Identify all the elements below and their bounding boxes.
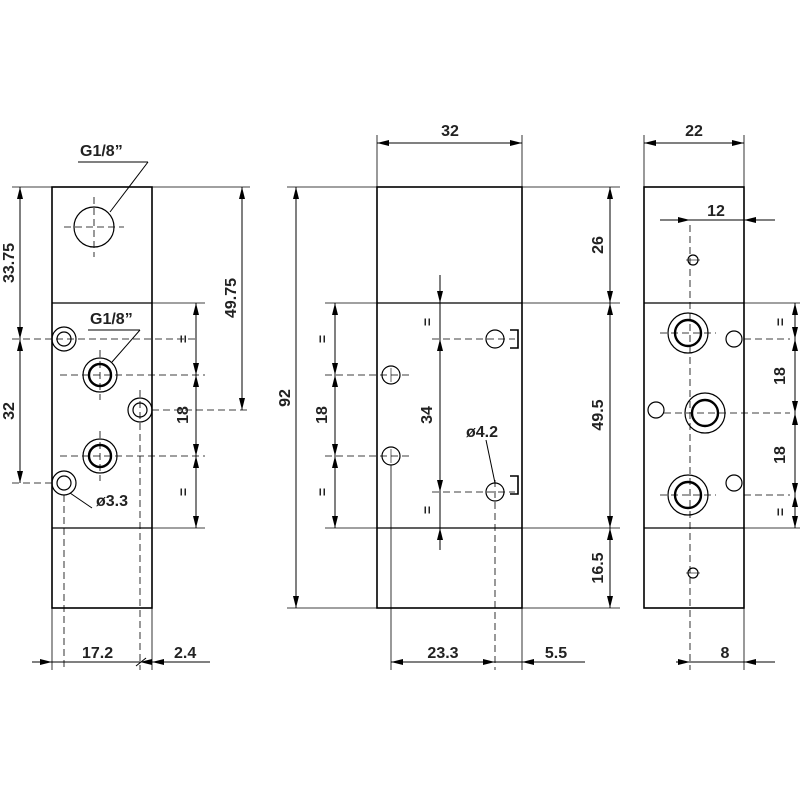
right-small-hole-top bbox=[686, 254, 700, 266]
dim-5-5: 5.5 bbox=[545, 645, 567, 662]
dim-26: 26 bbox=[590, 236, 607, 254]
right-view: 22 12 bbox=[643, 123, 800, 670]
left-view-outline bbox=[51, 186, 153, 609]
right-view-outline bbox=[643, 186, 745, 609]
leader-port-mid bbox=[111, 329, 141, 363]
equal-mark-right-upper: = bbox=[772, 318, 788, 326]
dim-18-middle: 18 bbox=[314, 406, 331, 424]
dim-17-2: 17.2 bbox=[82, 645, 113, 662]
middle-hole-upper bbox=[325, 365, 412, 385]
dim-18-right-upper: 18 bbox=[772, 367, 789, 385]
right-side-hole-left bbox=[647, 401, 665, 419]
equal-mark-middle-left-upper: = bbox=[314, 335, 330, 343]
right-port-hole-3 bbox=[660, 474, 716, 516]
middle-view: 32 ø4.2 92 bbox=[277, 123, 620, 670]
middle-hole-lower bbox=[325, 446, 412, 466]
middle-right-hole-upper bbox=[432, 329, 519, 349]
right-small-hole-bottom bbox=[686, 567, 700, 579]
equal-mark-middle-inner-upper: = bbox=[419, 318, 435, 326]
dim-32-left: 32 bbox=[1, 402, 18, 420]
right-small-hole-3 bbox=[725, 474, 790, 496]
label-hole-dia-middle: ø4.2 bbox=[466, 424, 498, 441]
dim-32-top: 32 bbox=[441, 123, 459, 140]
dim-92: 92 bbox=[277, 389, 294, 407]
middle-view-outline bbox=[376, 186, 523, 609]
right-port-hole-2 bbox=[664, 392, 790, 434]
label-hole-dia-left: ø3.3 bbox=[96, 493, 128, 510]
port-hole-top bbox=[64, 197, 124, 257]
mount-hole-lower bbox=[12, 470, 77, 670]
dim-12: 12 bbox=[707, 203, 725, 220]
side-hole bbox=[127, 390, 250, 670]
dim-23-3: 23.3 bbox=[427, 645, 458, 662]
leader-hole-dia-middle bbox=[485, 439, 496, 484]
equal-mark-right-lower: = bbox=[772, 508, 788, 516]
left-view: G1/8” G1/8” bbox=[1, 143, 250, 670]
dim-33-75: 33.75 bbox=[1, 243, 18, 283]
right-small-hole-1 bbox=[725, 330, 790, 348]
dim-49-5: 49.5 bbox=[590, 399, 607, 430]
dim-16-5: 16.5 bbox=[590, 552, 607, 583]
middle-right-hole-lower bbox=[432, 475, 519, 670]
port-hole-mid-1 bbox=[60, 350, 205, 400]
leader-hole-dia-left bbox=[69, 492, 93, 509]
label-port-top: G1/8” bbox=[80, 143, 123, 160]
right-port-hole-1 bbox=[660, 312, 716, 354]
equal-mark-left-upper: = bbox=[175, 335, 191, 343]
label-port-mid: G1/8” bbox=[90, 311, 133, 328]
dim-18-right-lower: 18 bbox=[772, 446, 789, 464]
dim-34: 34 bbox=[419, 406, 436, 424]
equal-mark-left-lower: = bbox=[175, 488, 191, 496]
dim-22: 22 bbox=[685, 123, 703, 140]
port-hole-mid-2 bbox=[60, 431, 205, 481]
dim-2-4: 2.4 bbox=[174, 645, 196, 662]
leader-port-top bbox=[109, 161, 149, 213]
dim-49-75: 49.75 bbox=[223, 278, 240, 318]
equal-mark-middle-left-lower: = bbox=[314, 488, 330, 496]
dim-8: 8 bbox=[721, 645, 730, 662]
mount-hole-upper bbox=[12, 326, 196, 352]
dim-18-left: 18 bbox=[175, 406, 192, 424]
equal-mark-middle-inner-lower: = bbox=[419, 506, 435, 514]
